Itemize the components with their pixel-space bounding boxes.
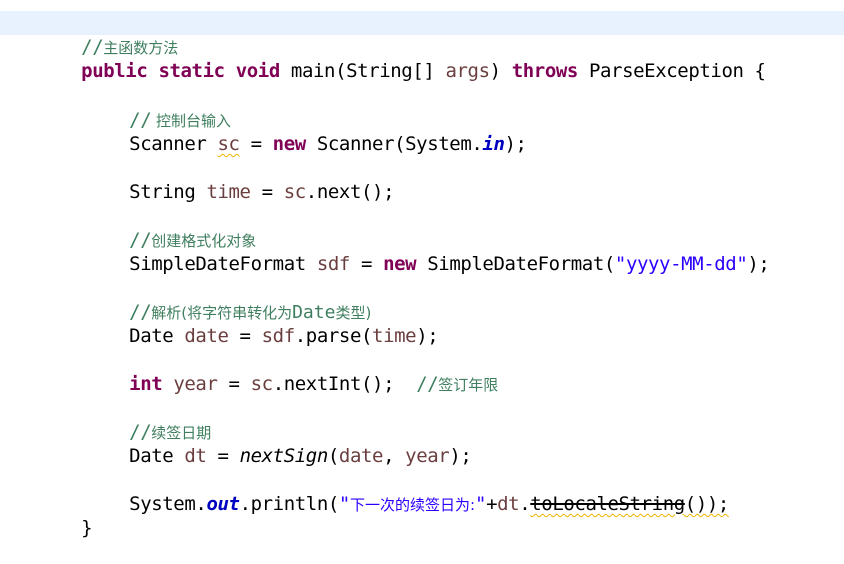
comment: //续签日期 — [129, 421, 212, 443]
type: SimpleDateFormat — [129, 253, 317, 275]
variable-year: year — [173, 373, 218, 395]
code-line-sdf[interactable]: SimpleDateFormat sdf = new SimpleDateFor… — [85, 228, 770, 275]
keyword-new: new — [383, 253, 417, 275]
keyword-public: public — [81, 60, 148, 82]
code-line-string-time[interactable]: String time = sc.next(); — [85, 156, 394, 203]
type: String — [129, 181, 207, 203]
operator: = — [349, 253, 384, 275]
constructor-call: SimpleDateFormat( — [416, 253, 615, 275]
method-name: main — [290, 60, 336, 82]
operator: = — [228, 325, 262, 347]
operator: = — [250, 181, 284, 203]
keyword-static: static — [158, 60, 225, 82]
statement-end: ); — [504, 133, 527, 155]
code-line-comment-console[interactable]: // 控制台输入 — [85, 84, 231, 131]
comment: //签订年限 — [416, 373, 499, 395]
variable-dt: dt — [497, 493, 520, 515]
current-line-highlight — [0, 11, 844, 35]
constructor-call: Scanner(System. — [305, 133, 483, 155]
code-line-comment-main[interactable]: //主函数方法 — [37, 11, 178, 58]
method-call: .next(); — [305, 181, 395, 203]
statement-end: ); — [416, 325, 439, 347]
static-field-in: in — [482, 133, 505, 155]
variable-sdf: sdf — [261, 325, 296, 347]
variable-time: time — [372, 325, 417, 347]
code-line-main-signature[interactable]: public static void main(String[] args) t… — [37, 35, 766, 82]
code-line-scanner[interactable]: Scanner sc = new Scanner(System.in); — [85, 108, 527, 155]
variable-time: time — [206, 181, 251, 203]
separator: , — [383, 445, 406, 467]
method-call: .parse( — [294, 325, 373, 347]
type: Scanner — [129, 133, 218, 155]
comment: //创建格式化对象 — [129, 229, 257, 251]
variable-dt: dt — [184, 445, 207, 467]
class-system: System. — [129, 493, 207, 515]
variable-sdf: sdf — [316, 253, 351, 275]
code-line-comment-renew[interactable]: //续签日期 — [85, 396, 211, 443]
closing-brace: } — [81, 517, 93, 539]
variable-sc-warning[interactable]: sc — [217, 133, 240, 155]
variable-sc: sc — [283, 181, 306, 203]
method-call: .nextInt(); — [272, 373, 417, 395]
keyword-throws: throws — [511, 60, 579, 82]
code-line-date-parse[interactable]: Date date = sdf.parse(time); — [85, 300, 439, 347]
code-line-println[interactable]: System.out.println("下一次的续签日为:"+dt.toLoca… — [85, 468, 729, 515]
code-line-comment-parse[interactable]: //解析(将字符串转化为Date类型) — [85, 276, 371, 323]
param-name: args — [445, 60, 490, 82]
comment: //解析(将字符串转化为Date类型) — [129, 301, 372, 323]
paren-close: ) — [489, 60, 512, 82]
variable-date: date — [338, 445, 384, 467]
statement-end: ()); — [684, 493, 730, 515]
keyword-int: int — [129, 373, 163, 395]
operator: = — [217, 373, 251, 395]
variable-year: year — [405, 445, 450, 467]
operator: + — [486, 493, 498, 515]
variable-date: date — [184, 325, 229, 347]
variable-sc: sc — [250, 373, 273, 395]
operator: = — [206, 445, 240, 467]
deprecated-method-toLocaleString: toLocaleString — [530, 493, 685, 515]
keyword-void: void — [235, 60, 281, 82]
space — [162, 373, 173, 395]
string-literal: "yyyy-MM-dd" — [614, 253, 748, 275]
paren-open: ( — [327, 445, 339, 467]
operator: = — [239, 133, 273, 155]
statement-end: ); — [449, 445, 472, 467]
code-editor[interactable]: //主函数方法 public static void main(String[]… — [0, 0, 844, 539]
type: Date — [129, 325, 185, 347]
string-literal: "下一次的续签日为:" — [338, 493, 487, 515]
static-method-nextSign: nextSign — [239, 445, 329, 467]
method-call: .println( — [239, 493, 340, 515]
comment: // 控制台输入 — [129, 109, 232, 131]
keyword-new: new — [272, 133, 307, 155]
param-type: (String[] — [335, 60, 446, 82]
comment: //主函数方法 — [81, 36, 179, 58]
code-line-comment-format[interactable]: //创建格式化对象 — [85, 204, 256, 251]
statement-end: ); — [747, 253, 770, 275]
exception-type: ParseException { — [577, 60, 766, 82]
code-line-int-year[interactable]: int year = sc.nextInt(); //签订年限 — [85, 348, 498, 395]
code-line-next-sign[interactable]: Date dt = nextSign(date, year); — [85, 420, 472, 467]
code-line-closing-brace[interactable]: } — [37, 492, 92, 539]
type: Date — [129, 445, 185, 467]
deprecated-warning[interactable]: toLocaleString()); — [530, 493, 729, 515]
static-field-out: out — [206, 493, 240, 515]
dot: . — [519, 493, 531, 515]
